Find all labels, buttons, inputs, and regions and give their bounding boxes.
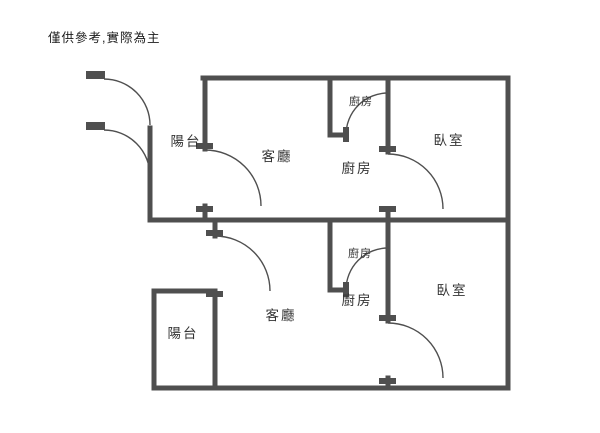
- room-label-lower-balcony: 陽台: [168, 326, 199, 341]
- room-labels: 陽台 客廳 廚房 廚房 臥室 陽台 客廳 廚房 廚房 臥室: [168, 94, 468, 341]
- room-label-upper-balcony: 陽台: [171, 134, 202, 149]
- room-label-lower-living-room: 客廳: [266, 307, 297, 323]
- lower-bedroom-door-jamb-top: [379, 315, 396, 321]
- upper-balcony-door-swing: [204, 149, 262, 207]
- disclaimer-text: 僅供參考,實際為主: [48, 30, 160, 45]
- upper-bedroom-door-swing: [387, 153, 444, 210]
- lower-bedroom-door-jamb-bottom: [379, 378, 396, 384]
- upper-bedroom-door-jamb-top: [379, 146, 396, 152]
- room-label-upper-kitchen-nook: 廚房: [349, 94, 373, 108]
- entry-door-jamb-top: [86, 71, 105, 79]
- upper-balcony-door-jamb-bottom: [196, 206, 213, 212]
- room-label-upper-living-room: 客廳: [262, 148, 293, 164]
- room-label-lower-bedroom: 臥室: [437, 282, 468, 298]
- upper-kitchen-door-swing: [345, 92, 389, 136]
- lower-entry-door-jamb-top: [206, 230, 223, 236]
- upper-balcony-door-jamb-top: [196, 143, 213, 149]
- room-label-lower-kitchen: 廚房: [342, 292, 373, 308]
- entry-door-swing-2: [103, 129, 151, 177]
- door-swings: [103, 78, 444, 379]
- lower-kitchen-door-swing: [345, 247, 389, 291]
- upper-bedroom-door-jamb-bottom: [379, 206, 396, 212]
- lower-bedroom-door-swing: [387, 322, 444, 379]
- lower-entry-door-jamb-bottom: [206, 291, 223, 297]
- walls: [147, 75, 511, 391]
- lower-entry-door-swing: [214, 235, 271, 292]
- entry-door-swing-1: [103, 78, 151, 126]
- room-label-upper-kitchen: 廚房: [342, 160, 373, 176]
- room-label-lower-kitchen-nook: 廚房: [348, 246, 372, 260]
- room-label-upper-bedroom: 臥室: [434, 132, 465, 148]
- entry-door-jamb-bottom: [86, 122, 105, 130]
